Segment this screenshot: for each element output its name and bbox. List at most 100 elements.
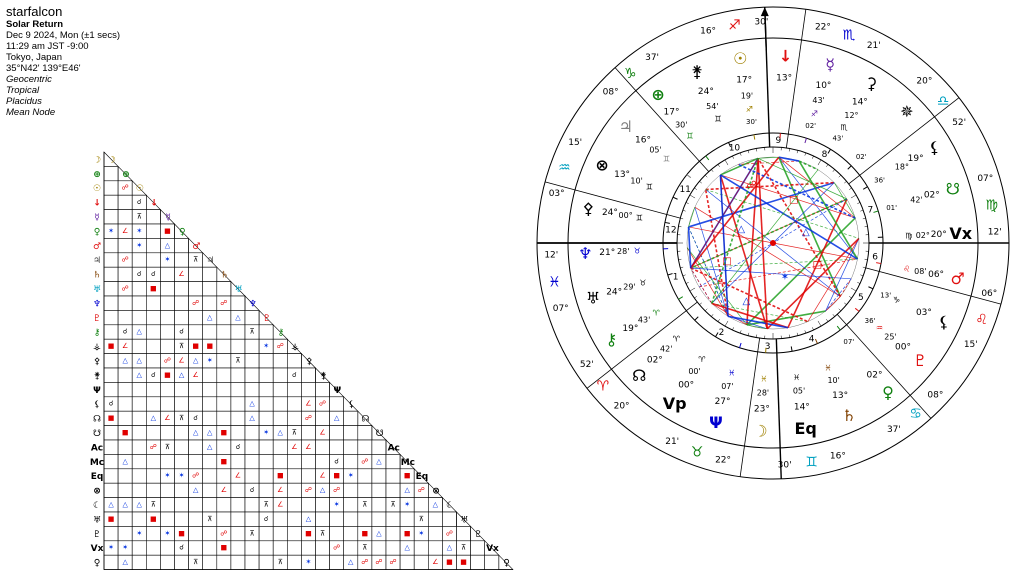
degree-tick	[739, 330, 742, 334]
grid-planet-glyph-neptune: ♆	[249, 299, 257, 309]
sign-cusp-glyph: ♒	[558, 160, 571, 176]
aspect-mark: ☍	[319, 400, 326, 408]
planet-sign: ♍	[905, 232, 912, 241]
sign-cusp-degree: 22°	[815, 23, 831, 33]
aspect-mark: △	[122, 457, 128, 465]
aspect-mark: ☍	[220, 529, 227, 537]
grid-row-glyph-midheaven: Mc	[90, 458, 104, 468]
planet-degree: 17°	[736, 76, 752, 86]
aspect-mark: ☍	[122, 285, 129, 293]
grid-planet-glyph-pluto: ♇	[263, 314, 271, 324]
degree-tick	[857, 202, 861, 204]
planet-extra: 43'	[832, 134, 843, 142]
degree-tick	[796, 150, 799, 154]
planet-minute: 28'	[757, 389, 769, 398]
planet-marker	[862, 186, 868, 190]
house-number: 10	[729, 144, 741, 154]
aspect-mark: ⊼	[207, 515, 212, 523]
grid-planet-glyph-selena: ☾	[446, 501, 454, 511]
planet-minute: 00°	[619, 211, 633, 220]
degree-tick	[680, 266, 684, 269]
planet-sign: ♉	[634, 246, 641, 255]
degree-tick	[699, 302, 702, 305]
aspect-line	[688, 181, 835, 228]
sign-cusp-minute: 37'	[645, 53, 659, 63]
aspect-mark: ☌	[137, 198, 142, 206]
grid-planet-glyph-eastpoint: Eq	[416, 472, 429, 482]
aspect-line	[686, 247, 729, 317]
house-number: 4	[809, 334, 815, 344]
grid-planet-glyph-uranus2: ♅	[460, 515, 468, 525]
aspect-mark: △	[122, 501, 128, 509]
grid-row-glyph-uranus2: ♅	[93, 515, 101, 525]
planet-glyph: ⚸	[938, 312, 950, 331]
degree-tick	[682, 209, 686, 212]
aspect-mark: △	[278, 429, 284, 437]
sign-cusp-glyph: ♐	[728, 17, 741, 33]
aspect-line	[833, 182, 856, 219]
planet-degree: 24°	[698, 87, 714, 97]
house-number: 3	[765, 342, 771, 352]
planet-sign: ♓	[824, 363, 831, 372]
planet-degree: 24°	[602, 208, 618, 218]
aspect-mark: ✶	[136, 529, 142, 537]
grid-row-glyph-neptune: ♆	[93, 299, 101, 309]
aspect-line	[711, 302, 789, 329]
house-cusp-line	[836, 314, 932, 419]
planet-marker	[868, 286, 874, 290]
house-number: 1	[673, 273, 679, 283]
chart-time: 11:29 am JST -9:00	[6, 41, 89, 52]
degree-tick	[860, 209, 864, 212]
aspect-mark: △	[122, 558, 128, 566]
planet-marker	[694, 316, 699, 321]
aspect-mark: ✶	[418, 529, 424, 537]
aspect-mark: ⊼	[193, 558, 198, 566]
aspect-mark: ⊼	[235, 357, 240, 365]
aspect-mark: △	[137, 501, 143, 509]
aspect-mark: ■	[221, 457, 228, 465]
house-cusp-line	[586, 301, 698, 389]
house-cusp-line	[775, 338, 782, 479]
grid-planet-glyph-node: ☊	[362, 415, 370, 425]
degree-tick	[862, 217, 866, 220]
sign-cusp-minute: 30'	[754, 17, 768, 27]
degree-tick	[711, 314, 714, 317]
aspect-mark: ∠	[164, 414, 170, 422]
setting-zodiac: Tropical	[6, 85, 40, 96]
aspect-mark: ⊼	[362, 501, 367, 509]
aspect-mark: ■	[404, 472, 411, 480]
aspect-mark: ■	[206, 342, 213, 350]
sign-cusp-glyph: ♏	[843, 27, 856, 43]
aspect-mark: ☍	[150, 443, 157, 451]
aspect-mark: △	[249, 400, 255, 408]
aspect-mark: ☍	[122, 184, 129, 192]
aspect-mark: ✶	[136, 227, 142, 235]
aspect-line	[737, 163, 856, 219]
sign-cusp-glyph: ♎	[937, 93, 950, 109]
planet-glyph: Ψ	[709, 413, 723, 432]
aspect-mark: ☌	[179, 544, 184, 552]
planet-marker	[672, 196, 678, 200]
degree-tick	[689, 287, 696, 292]
degree-tick	[678, 226, 682, 228]
planet-minute: 25'	[884, 332, 896, 341]
aspect-mark: ☌	[123, 328, 128, 336]
sign-cusp-degree: 07°	[553, 304, 569, 314]
planet-degree: 02°	[924, 191, 940, 201]
aspect-ring	[686, 156, 860, 330]
grid-planet-glyph-snode: ☋	[376, 429, 384, 439]
planet-minute: 08'	[914, 267, 926, 276]
sign-cusp-glyph: ♑	[624, 66, 637, 82]
planet-glyph: ♆	[578, 244, 592, 263]
aspect-mark: ☌	[236, 443, 241, 451]
aspect-mark: △	[207, 443, 213, 451]
sign-cusp-degree: 08°	[603, 88, 619, 98]
degree-tick	[826, 319, 829, 322]
planet-extra: 07'	[843, 338, 854, 346]
degree-tick	[756, 334, 758, 338]
planet-degree: 19°	[622, 324, 638, 334]
grid-row-glyph-vertex: Vx	[91, 544, 104, 554]
planet-degree: 10°	[815, 81, 831, 91]
aspect-mark: ∠	[291, 443, 297, 451]
aspect-mark: △	[137, 357, 143, 365]
